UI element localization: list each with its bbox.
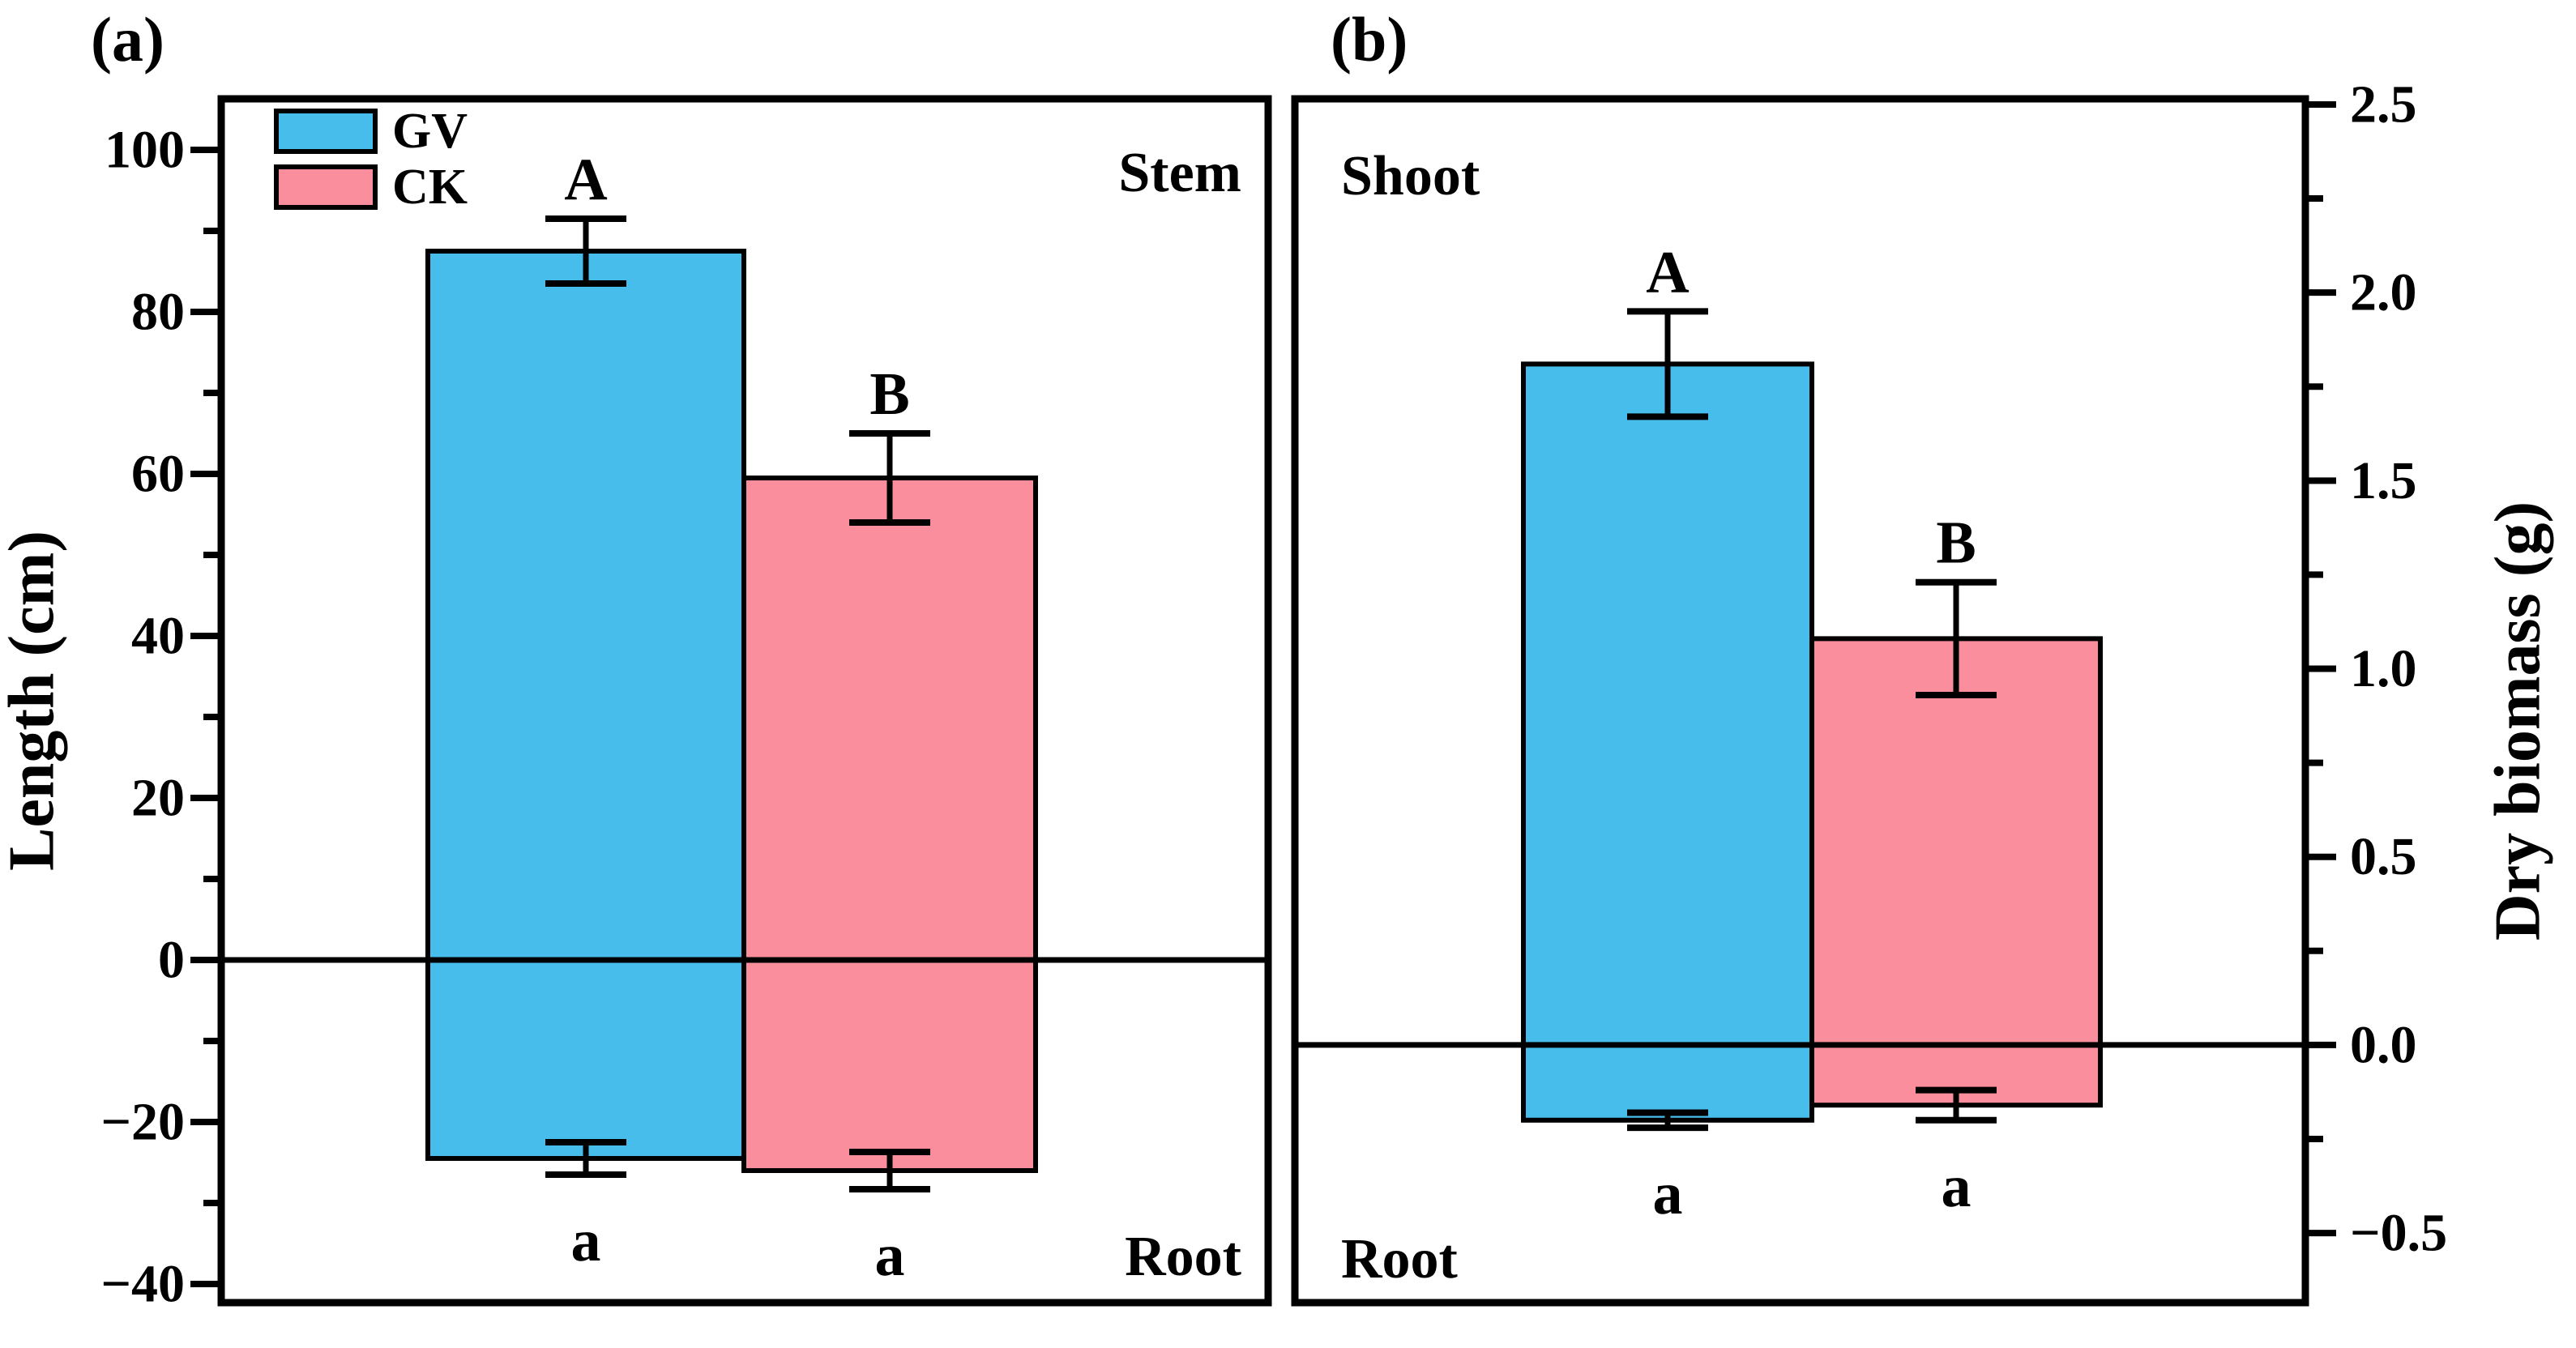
sig-letter-gv-root: a (571, 1208, 601, 1274)
sig-letter-gv-shoot: A (1646, 239, 1689, 305)
tick-label-b-1: 2.0 (2350, 263, 2417, 322)
legend-label-ck: CK (392, 160, 468, 215)
tick-label-a-3: 40 (131, 607, 185, 666)
bar-ck-root (741, 958, 1038, 1173)
tick-label-a-1: 80 (131, 283, 185, 342)
legend-item-gv: GV (274, 104, 468, 159)
tick-label-b-6: −0.5 (2350, 1204, 2447, 1263)
legend: GV CK (274, 104, 468, 220)
panel-b-label: (b) (1331, 4, 1408, 75)
tick-label-b-3: 1.0 (2350, 639, 2417, 698)
panel-a-label: (a) (91, 4, 164, 75)
sig-letter-gv-root: a (1653, 1161, 1683, 1227)
sig-letter-ck-root: a (1942, 1154, 1972, 1220)
region-label-root-b: Root (1341, 1228, 1458, 1290)
tick-label-b-5: 0.0 (2350, 1015, 2417, 1074)
tick-label-a-7: −40 (100, 1255, 185, 1314)
tick-label-b-4: 0.5 (2350, 827, 2417, 886)
sig-letter-ck-stem: B (869, 361, 909, 428)
region-label-stem: Stem (1118, 142, 1241, 204)
region-label-root-a: Root (1125, 1226, 1241, 1288)
region-label-shoot: Shoot (1341, 145, 1480, 207)
sig-letter-ck-shoot: B (1936, 510, 1976, 577)
tick-label-a-2: 60 (131, 445, 185, 504)
tick-label-a-0: 100 (105, 121, 185, 180)
legend-swatch-ck (274, 164, 378, 210)
bar-gv-root (1521, 1042, 1814, 1123)
tick-label-a-4: 20 (131, 769, 185, 828)
bar-ck-shoot (1809, 636, 2103, 1047)
sig-letter-ck-root: a (875, 1222, 905, 1289)
legend-item-ck: CK (274, 160, 468, 215)
bar-gv-stem (425, 249, 746, 962)
tick-label-a-5: 0 (158, 931, 185, 990)
panel-b-border (1291, 95, 2309, 1307)
legend-swatch-gv (274, 109, 378, 154)
sig-letter-gv-stem: A (564, 147, 607, 213)
tick-label-b-0: 2.5 (2350, 75, 2417, 134)
tick-label-a-6: −20 (100, 1093, 185, 1152)
legend-label-gv: GV (392, 104, 468, 159)
panel-a-border (217, 95, 1272, 1307)
bar-ck-stem (741, 476, 1038, 962)
bar-gv-shoot (1521, 361, 1814, 1047)
tick-label-b-2: 1.5 (2350, 451, 2417, 510)
bar-gv-root (425, 958, 746, 1161)
